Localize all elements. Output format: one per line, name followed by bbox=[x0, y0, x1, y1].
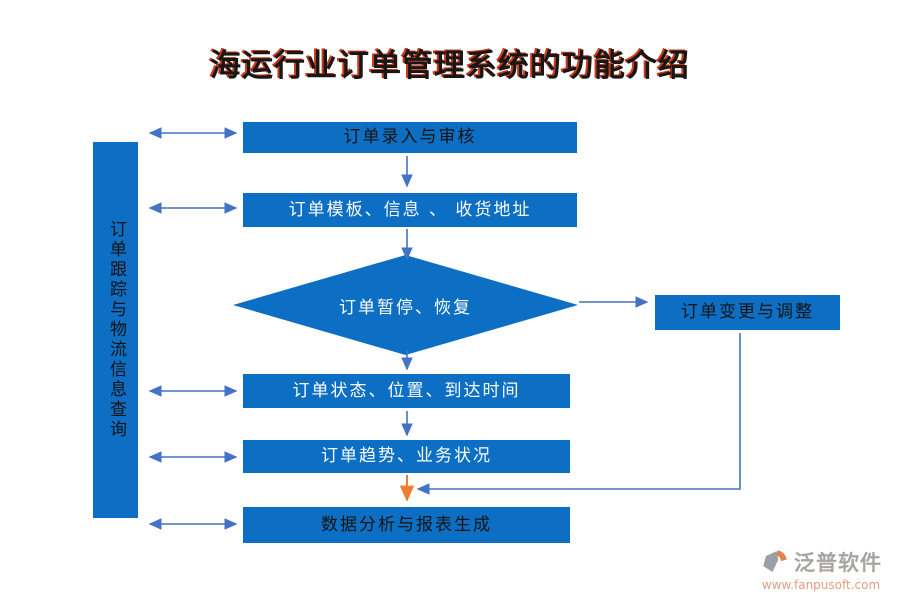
node-order-entry: 订单录入与审核 bbox=[243, 122, 577, 153]
node-order-template-label: 订单模板、信息 、 收货地址 bbox=[288, 199, 532, 220]
node-order-change-label: 订单变更与调整 bbox=[681, 302, 814, 322]
node-order-entry-label: 订单录入与审核 bbox=[343, 127, 477, 147]
node-order-template: 订单模板、信息 、 收货地址 bbox=[243, 193, 577, 227]
node-order-pause-diamond: 订单暂停、恢复 bbox=[233, 255, 578, 355]
node-order-status-label: 订单状态、位置、到达时间 bbox=[292, 380, 521, 401]
node-order-change: 订单变更与调整 bbox=[655, 295, 840, 330]
double-arrows bbox=[148, 127, 238, 530]
node-order-trend: 订单趋势、业务状况 bbox=[243, 440, 570, 473]
fanpu-logo-icon bbox=[763, 550, 787, 572]
vendor-url[interactable]: www.fanpusoft.com bbox=[761, 578, 881, 592]
vendor-brand-name: 泛普软件 bbox=[794, 550, 882, 575]
node-order-trend-label: 订单趋势、业务状况 bbox=[321, 446, 492, 466]
node-order-status: 订单状态、位置、到达时间 bbox=[243, 374, 570, 408]
page-title: 海运行业订单管理系统的功能介绍 bbox=[210, 48, 690, 84]
node-order-pause-label: 订单暂停、恢复 bbox=[339, 297, 472, 318]
node-data-report: 数据分析与报表生成 bbox=[243, 507, 570, 543]
node-data-report-label: 数据分析与报表生成 bbox=[321, 514, 492, 535]
sidebar-tracking-label: 订单跟踪与物流信息查询 bbox=[106, 220, 126, 440]
vendor-logo[interactable]: 泛普软件 www.fanpusoft.com bbox=[760, 547, 882, 592]
sidebar-tracking-bar: 订单跟踪与物流信息查询 bbox=[93, 142, 138, 518]
